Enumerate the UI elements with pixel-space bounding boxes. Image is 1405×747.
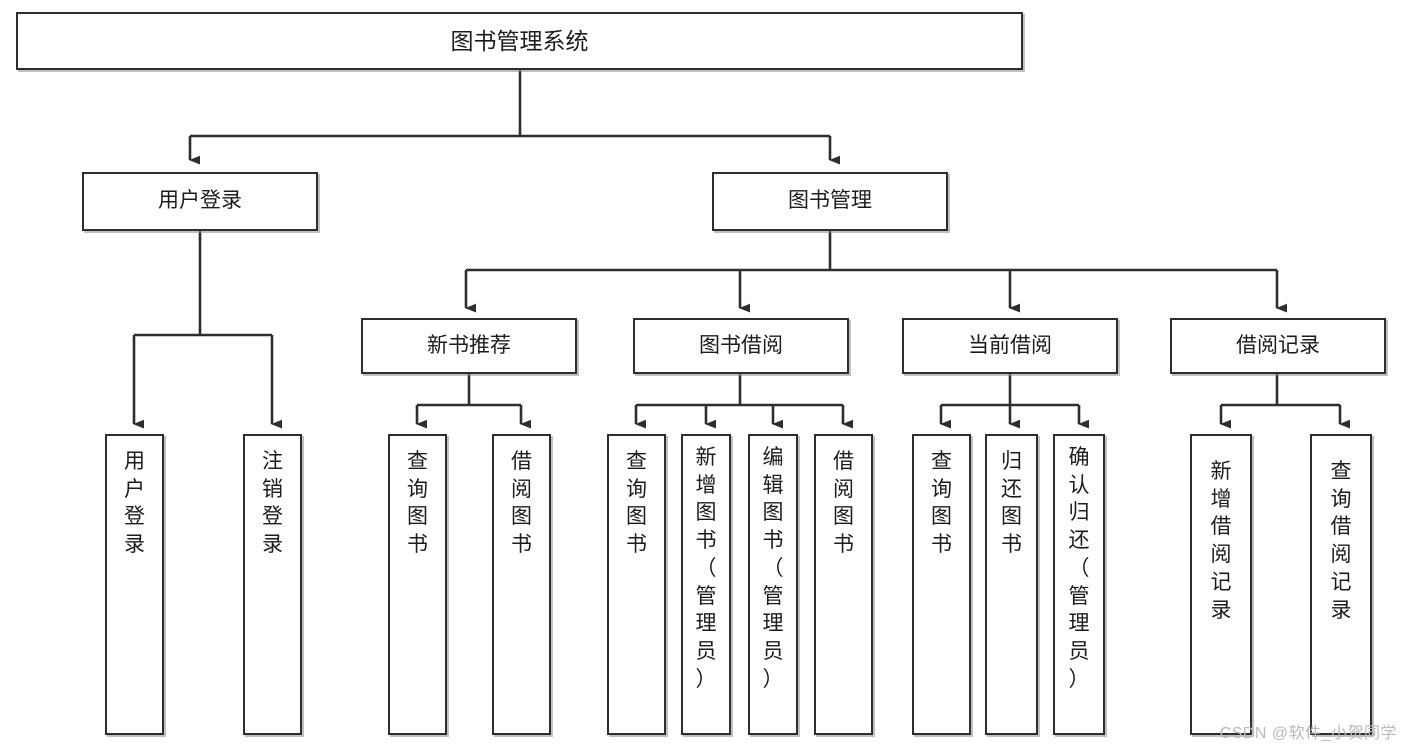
node-label: 图书借阅 bbox=[699, 333, 783, 357]
node-label: 借阅记录 bbox=[1236, 333, 1320, 357]
node-book-borrow[interactable]: 图书借阅 bbox=[633, 318, 849, 374]
node-label: 查 询 图 书 bbox=[931, 450, 952, 557]
node-label: 当前借阅 bbox=[968, 333, 1052, 357]
node-label: 新书推荐 bbox=[427, 333, 511, 357]
node-root-system[interactable]: 图书管理系统 bbox=[16, 12, 1023, 70]
watermark-text: CSDN @软件_小贺同学 bbox=[1219, 725, 1397, 742]
node-current-borrow[interactable]: 当前借阅 bbox=[902, 318, 1118, 374]
node-label: 图书管理 bbox=[788, 189, 872, 213]
node-label: 新 增 图 书 （ 管 理 员 ） bbox=[695, 446, 717, 691]
node-label: 确 认 归 还 （ 管 理 员 ） bbox=[1068, 446, 1090, 691]
leaf-user-logout[interactable]: 注 销 登 录 bbox=[243, 434, 302, 735]
node-label: 用户登录 bbox=[158, 189, 242, 213]
leaf-add-borrow-record[interactable]: 新 增 借 阅 记 录 bbox=[1190, 434, 1252, 735]
node-label: 图书管理系统 bbox=[450, 27, 589, 54]
leaf-add-book[interactable]: 新 增 图 书 （ 管 理 员 ） bbox=[681, 434, 731, 735]
node-label: 查 询 图 书 bbox=[626, 450, 647, 557]
leaf-user-login[interactable]: 用 户 登 录 bbox=[105, 434, 164, 735]
node-label: 注 销 登 录 bbox=[262, 450, 283, 557]
leaf-query-borrow-record[interactable]: 查 询 借 阅 记 录 bbox=[1310, 434, 1372, 735]
node-label: 借 阅 图 书 bbox=[833, 450, 854, 557]
leaf-confirm-return[interactable]: 确 认 归 还 （ 管 理 员 ） bbox=[1053, 434, 1105, 735]
leaf-return-book[interactable]: 归 还 图 书 bbox=[985, 434, 1038, 735]
node-label: 编 辑 图 书 （ 管 理 员 ） bbox=[762, 446, 784, 691]
node-new-book-recommend[interactable]: 新书推荐 bbox=[361, 318, 577, 374]
leaf-query-book-borrow[interactable]: 查 询 图 书 bbox=[607, 434, 666, 735]
node-label: 借 阅 图 书 bbox=[511, 450, 532, 557]
node-borrow-record[interactable]: 借阅记录 bbox=[1170, 318, 1386, 374]
leaf-query-book-current[interactable]: 查 询 图 书 bbox=[912, 434, 971, 735]
node-label: 查 询 图 书 bbox=[407, 450, 428, 557]
node-label: 新 增 借 阅 记 录 bbox=[1210, 460, 1232, 622]
node-label: 归 还 图 书 bbox=[1001, 450, 1022, 557]
node-label: 用 户 登 录 bbox=[124, 450, 145, 557]
leaf-edit-book[interactable]: 编 辑 图 书 （ 管 理 员 ） bbox=[748, 434, 798, 735]
node-book-manage[interactable]: 图书管理 bbox=[712, 172, 948, 231]
node-user-login[interactable]: 用户登录 bbox=[82, 172, 318, 231]
leaf-borrow-book-recommend[interactable]: 借 阅 图 书 bbox=[492, 434, 551, 735]
leaf-borrow-book[interactable]: 借 阅 图 书 bbox=[814, 434, 873, 735]
node-label: 查 询 借 阅 记 录 bbox=[1330, 460, 1352, 622]
leaf-query-book-recommend[interactable]: 查 询 图 书 bbox=[388, 434, 447, 735]
